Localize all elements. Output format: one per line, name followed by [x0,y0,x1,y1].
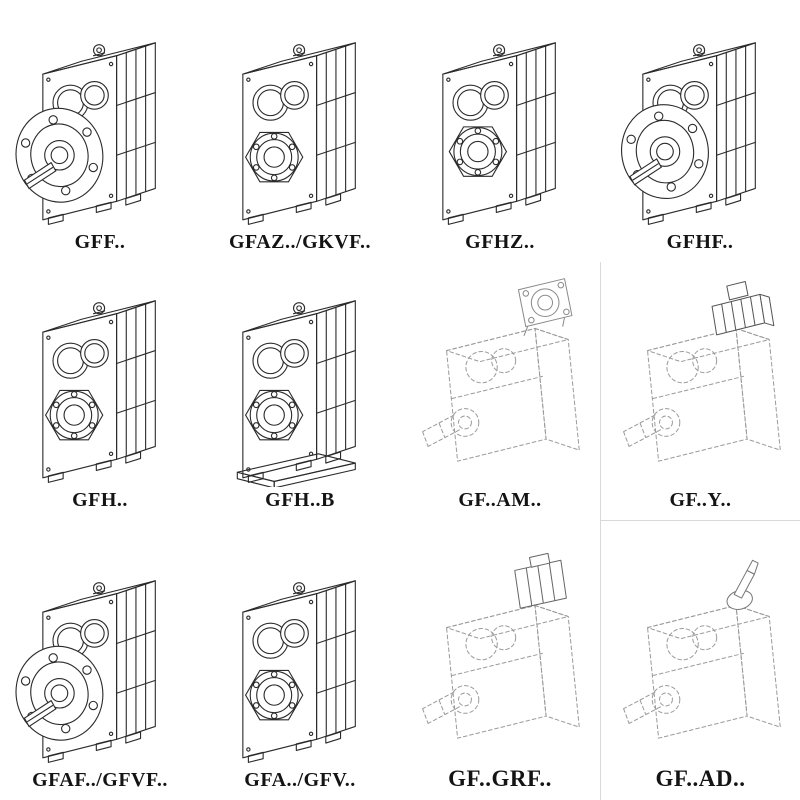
flange-gearbox-drawing [613,42,756,225]
catalog-cell-gfhz: GFHZ.. [400,0,600,262]
model-label: GF..AD.. [655,766,746,791]
catalog-cell-gfhb: GFH..B [200,262,400,520]
shaft-mounted-gearbox-drawing [242,580,356,763]
hollow-shaft-gearbox-with-base-drawing [236,300,356,487]
catalog-cell-gff: GFF.. [0,0,200,262]
catalog-cell-gfad: GF..AD.. [600,520,800,800]
gearmotor-drawing [622,280,781,462]
hollow-shaft-gearbox-drawing [442,42,556,225]
flange-gearbox-drawing [8,42,156,225]
model-label: GFF.. [74,231,126,253]
model-label: GFHF.. [666,231,734,253]
adapter-flange-gearbox-drawing [422,278,580,462]
model-label: GF..GRF.. [448,766,552,791]
catalog-cell-gfaf: GFAF../GFVF.. [0,520,200,800]
catalog-cell-gfam: GF..AM.. [400,262,600,520]
model-label: GF..AM.. [458,489,542,511]
model-label: GFA../GFV.. [244,769,356,791]
hollow-shaft-gearbox-drawing [42,300,156,483]
catalog-cell-gfgrf: GF..GRF.. [400,520,600,800]
model-label: GFHZ.. [465,231,535,253]
model-label: GFAF../GFVF.. [32,769,168,791]
model-label: GF..Y.. [669,489,732,511]
catalog-cell-gfhf: GFHF.. [600,0,800,262]
model-label: GFAZ../GKVF.. [228,231,372,253]
adapter-housing-gearbox-drawing [422,552,580,739]
input-shaft-adapter-gearbox-drawing [622,559,781,739]
model-label: GFH..B [265,489,335,511]
catalog-cell-gfh: GFH.. [0,262,200,520]
model-label: GFH.. [72,489,128,511]
catalog-cell-gfa: GFA../GFV.. [200,520,400,800]
shaft-mounted-gearbox-drawing [242,42,356,225]
catalog-cell-gfaz: GFAZ../GKVF.. [200,0,400,262]
flange-gearbox-drawing [8,580,156,763]
catalog-cell-gfy: GF..Y.. [600,262,800,520]
